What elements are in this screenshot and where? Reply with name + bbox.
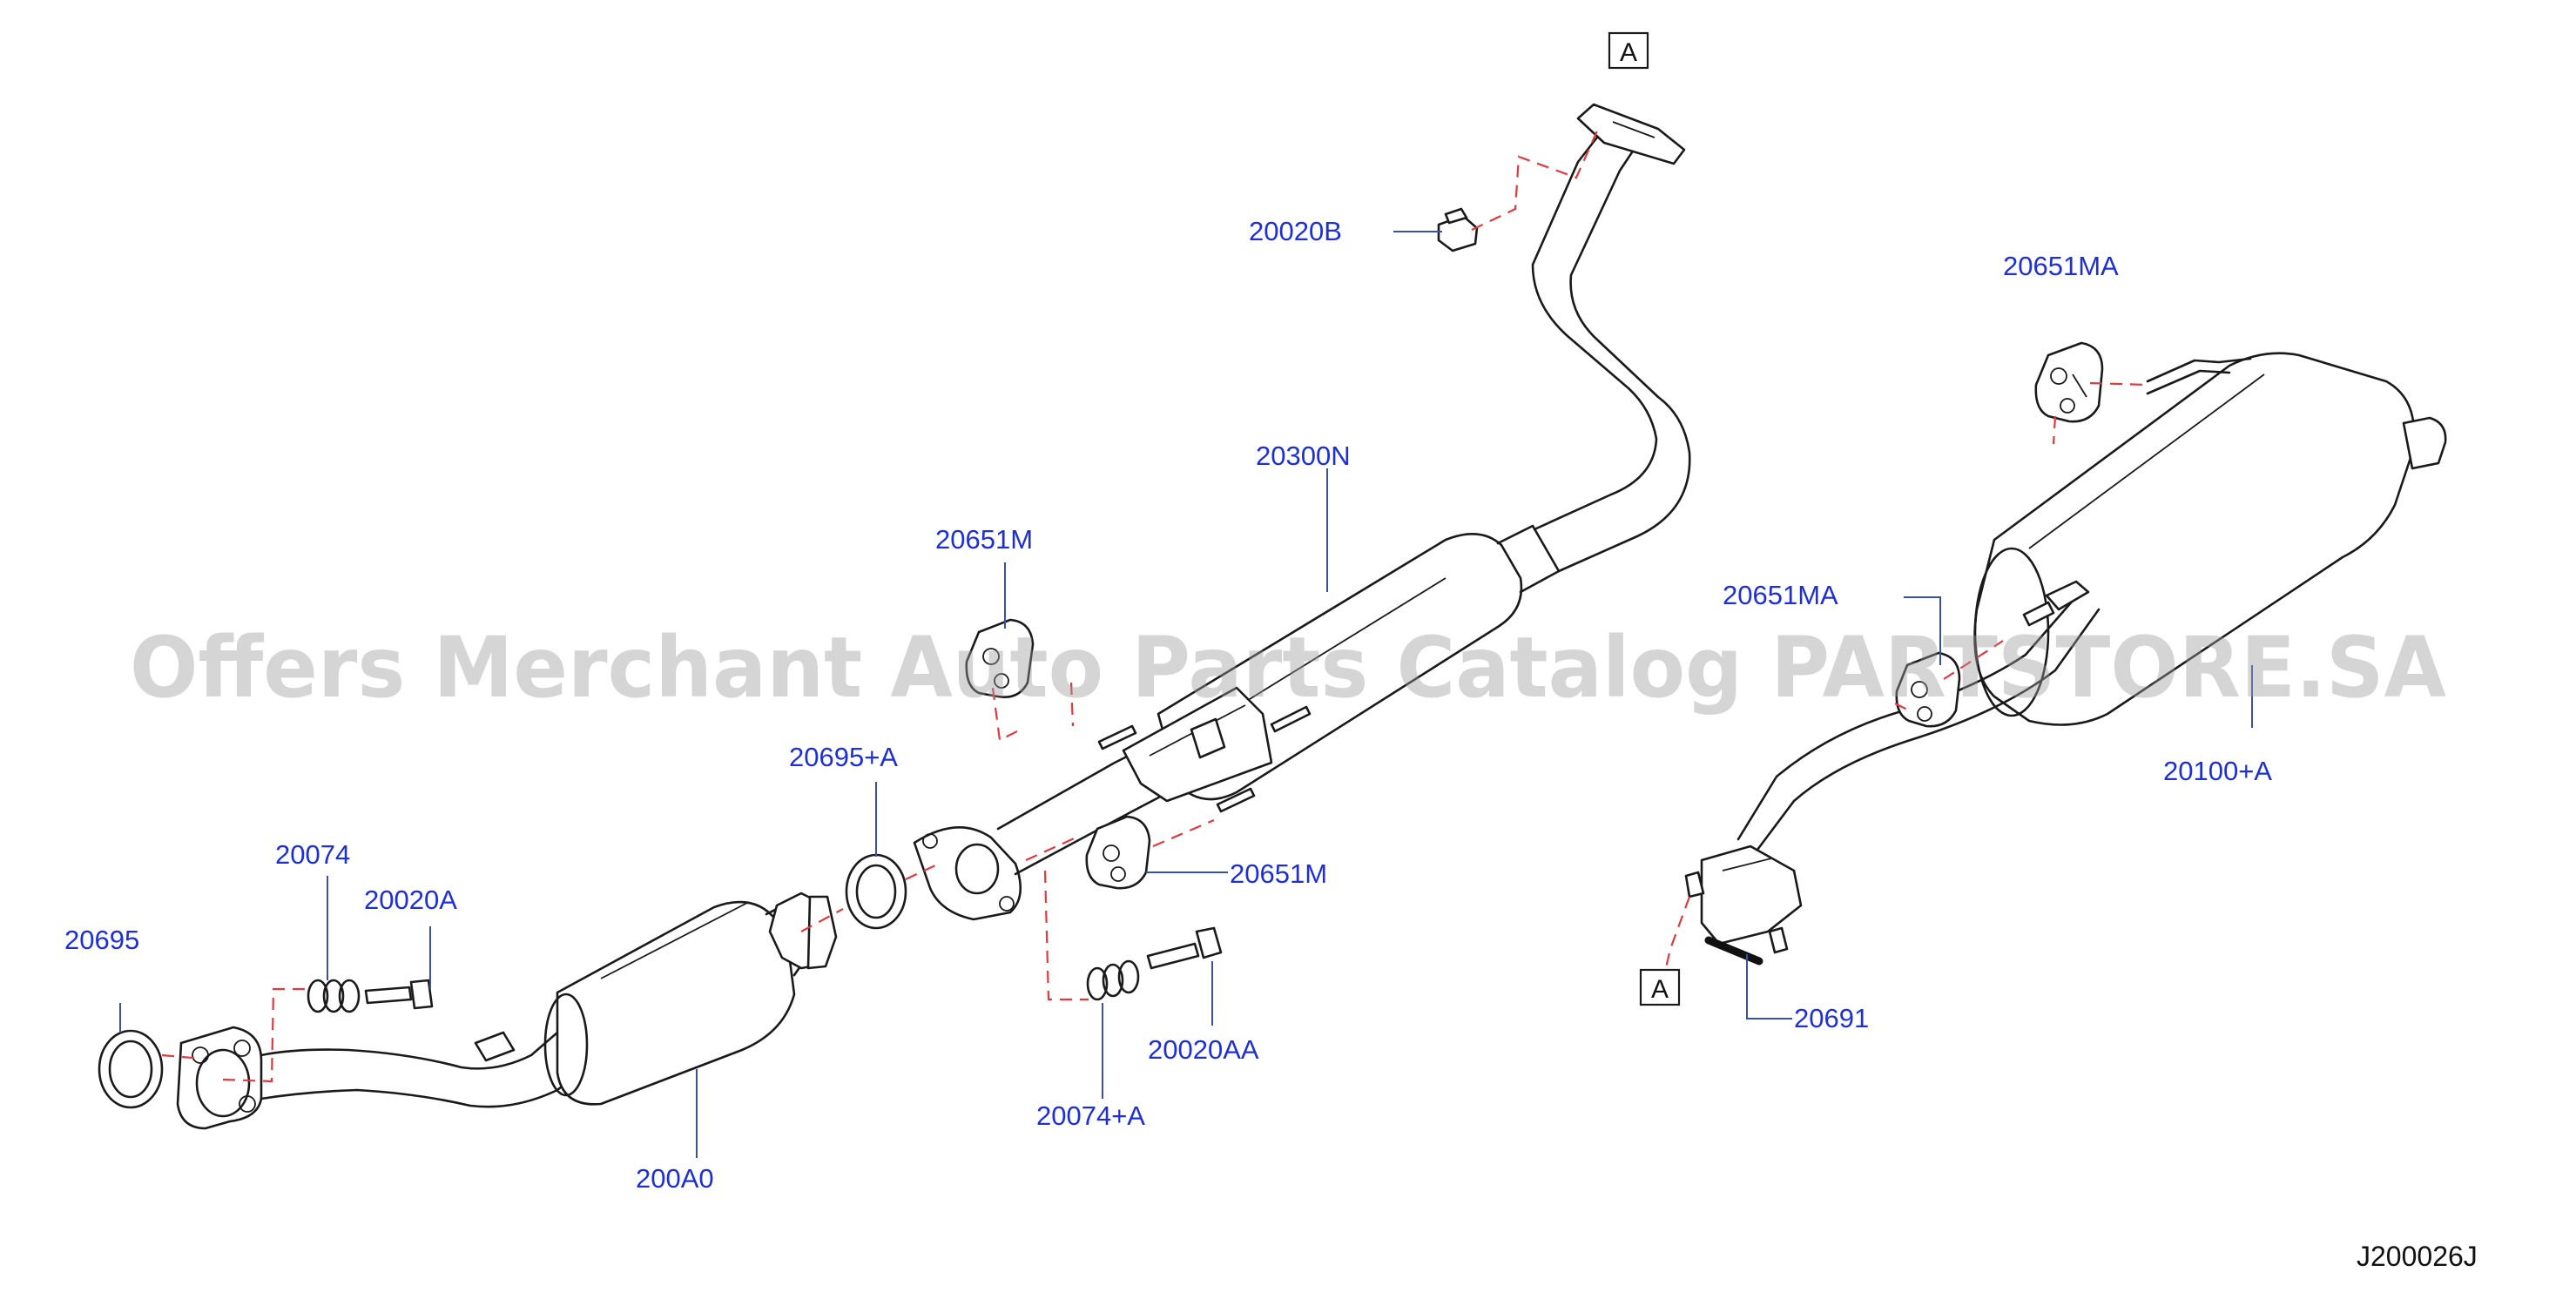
callout-20020B[interactable]: 20020B <box>1249 216 1342 246</box>
rubber-hanger-20651MA-mid[interactable] <box>1895 651 1961 728</box>
callout-20695A[interactable]: 20695+A <box>789 742 898 772</box>
watermark-text: Offers Merchant Auto Parts Catalog PARTS… <box>130 619 2446 717</box>
reference-marker-a-top: A <box>1608 31 1649 70</box>
callout-20651MA-mid[interactable]: 20651MA <box>1723 580 1838 610</box>
callout-20100A[interactable]: 20100+A <box>2163 756 2272 786</box>
callout-20020A[interactable]: 20020A <box>364 885 457 915</box>
bolt-20020A[interactable] <box>364 979 434 1010</box>
callout-labels: 20020B 20651MA 20300N 20651M 20651MA 201… <box>64 216 2272 1194</box>
callout-leader-lines <box>119 231 2253 1158</box>
callout-20300N[interactable]: 20300N <box>1256 441 1351 471</box>
callout-20074A[interactable]: 20074+A <box>1036 1100 1145 1131</box>
rubber-hanger-20651M-upper[interactable] <box>965 618 1035 698</box>
callout-20695[interactable]: 20695 <box>64 925 139 955</box>
svg-text:A: A <box>1651 975 1669 1004</box>
spring-20074A[interactable] <box>1086 959 1140 1001</box>
callout-20691[interactable]: 20691 <box>1794 1003 1869 1033</box>
callout-20651MA-top[interactable]: 20651MA <box>2003 251 2119 281</box>
front-exhaust-pipe-catalyst[interactable] <box>176 892 838 1130</box>
bolt-20020AA[interactable] <box>1146 926 1223 970</box>
gasket-20695[interactable] <box>98 1029 164 1109</box>
main-muffler-20100A[interactable] <box>1684 352 2447 954</box>
rubber-hanger-20651MA-top[interactable] <box>2034 341 2104 423</box>
callout-20651M-upper[interactable]: 20651M <box>935 524 1033 555</box>
assembly-guide-lines <box>161 126 2148 1083</box>
reference-marker-a-bottom: A <box>1639 968 1681 1006</box>
callout-20074[interactable]: 20074 <box>275 839 350 870</box>
nut-20020B[interactable] <box>1437 207 1479 252</box>
svg-text:A: A <box>1620 38 1637 67</box>
center-pipe-muffler-20300N[interactable] <box>913 103 1691 921</box>
callout-200A0[interactable]: 200A0 <box>636 1163 714 1194</box>
spring-20074[interactable] <box>307 979 361 1013</box>
gasket-20695A[interactable] <box>845 853 907 930</box>
seal-ring-20691[interactable] <box>1704 936 1763 966</box>
callout-20020AA[interactable]: 20020AA <box>1148 1034 1259 1065</box>
rubber-hanger-20651M-lower[interactable] <box>1085 815 1151 890</box>
callout-20651M-lower[interactable]: 20651M <box>1230 858 1327 889</box>
diagram-code: J200026J <box>2357 1241 2478 1272</box>
